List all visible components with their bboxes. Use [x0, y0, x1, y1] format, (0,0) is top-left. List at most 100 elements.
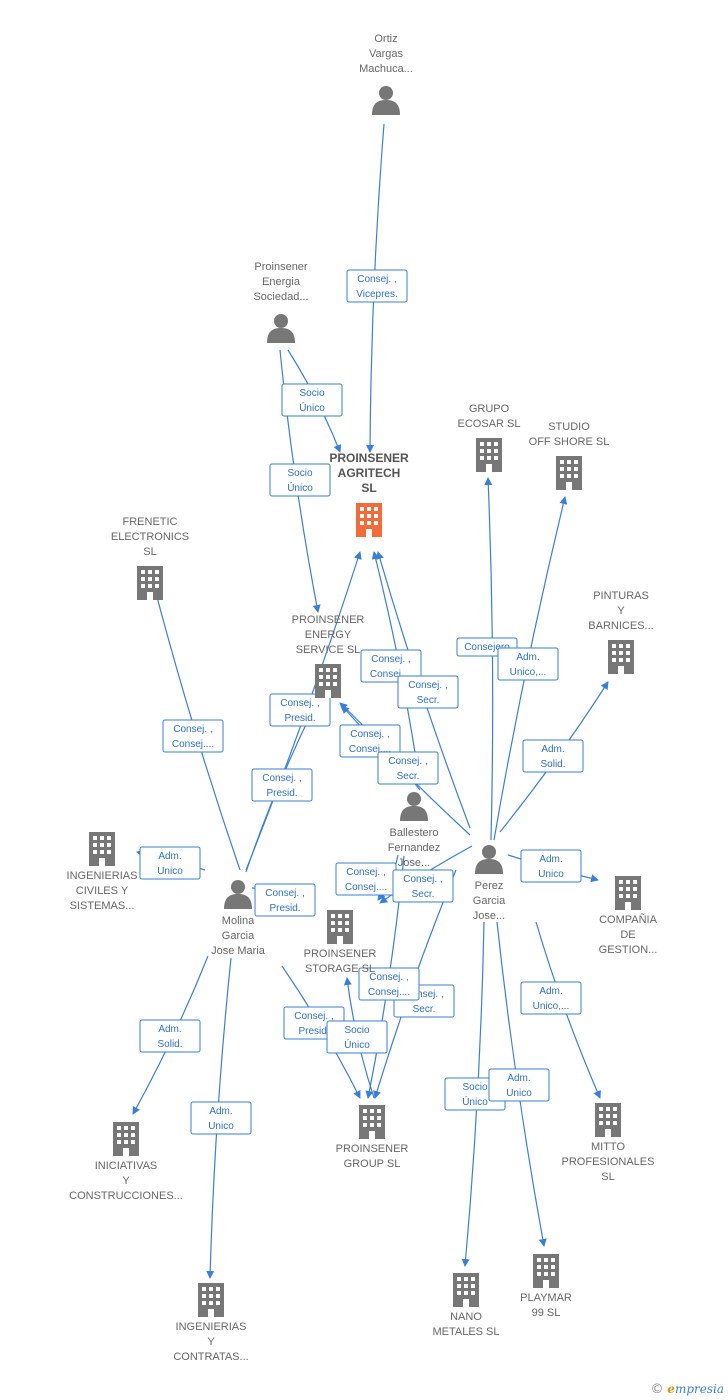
- edge-label[interactable]: Adm.Unico: [488, 1068, 550, 1102]
- edge-label-box: [339, 724, 401, 758]
- edge-label[interactable]: Consej. ,Presid.: [269, 693, 331, 727]
- node-label: NANO: [450, 1311, 482, 1323]
- edge-label-box: [520, 849, 582, 883]
- edge-label[interactable]: Adm.Solid.: [139, 1019, 201, 1053]
- node-perez[interactable]: PerezGarciaJose...: [473, 845, 506, 922]
- edge-label-text: Adm.: [507, 1073, 530, 1084]
- edge-label[interactable]: Consej. ,Secr.: [392, 869, 454, 903]
- edge-label-box: [522, 739, 584, 773]
- edge-label[interactable]: Consej. ,Consej....: [335, 862, 397, 896]
- node-label: METALES SL: [432, 1326, 499, 1338]
- node-label: SL: [361, 481, 376, 495]
- node-label: GROUP SL: [344, 1158, 401, 1170]
- edge-label[interactable]: Consej. ,Consej....: [162, 719, 224, 753]
- node-label: PROINSENER: [329, 451, 409, 465]
- building-icon: [359, 1105, 385, 1139]
- node-label: Ortiz: [374, 33, 397, 45]
- edge-label[interactable]: Adm.Unico: [190, 1101, 252, 1135]
- edge-label-box: [139, 1019, 201, 1053]
- node-nano[interactable]: NANO METALES SL: [432, 1273, 500, 1338]
- edge-label-box: [360, 649, 422, 683]
- edge-label[interactable]: Adm.Unico: [139, 846, 201, 880]
- node-label: GESTION...: [599, 944, 658, 956]
- node-label: Sociedad...: [253, 291, 308, 303]
- edge-label-text: Socio: [299, 388, 324, 399]
- edge-label-text: Consej....: [370, 669, 412, 680]
- edge-label[interactable]: Consej. ,Consej....: [360, 649, 422, 683]
- node-label: Jose...: [398, 857, 430, 869]
- node-label: AGRITECH: [338, 466, 401, 480]
- edge-label-text: Consej. ,: [408, 680, 447, 691]
- node-label: INICIATIVAS: [95, 1160, 158, 1172]
- edge-label-box: [190, 1101, 252, 1135]
- node-proinsener-energia[interactable]: ProinsenerEnergiaSociedad...: [253, 261, 309, 343]
- node-label: DE: [620, 929, 635, 941]
- node-label: Energia: [262, 276, 301, 288]
- node-label: SL: [143, 546, 156, 558]
- node-label: Garcia: [222, 930, 255, 942]
- node-label: BARNICES...: [588, 620, 653, 632]
- edge-label[interactable]: Consej. ,Presid.: [251, 768, 313, 802]
- edge-label-text: Adm.: [539, 854, 562, 865]
- node-label: Ballestero: [390, 827, 439, 839]
- edge-label[interactable]: Consej. ,Consej....: [358, 967, 420, 1001]
- building-icon: [608, 640, 634, 674]
- node-label: STUDIO: [548, 421, 590, 433]
- node-compania[interactable]: COMPAÑIA DE GESTION...: [599, 876, 658, 956]
- edge-label-text: Único: [299, 401, 325, 414]
- edge-label-text: Secr.: [417, 695, 440, 706]
- node-label: Jose...: [473, 910, 505, 922]
- edge-label[interactable]: Consej. ,Vicepres.: [346, 269, 408, 303]
- building-icon: [113, 1122, 139, 1156]
- edge-label-box: [251, 768, 313, 802]
- node-label: Garcia: [473, 895, 506, 907]
- edge-label-box: [377, 751, 439, 785]
- edge-label[interactable]: Adm.Solid.: [522, 739, 584, 773]
- edge-label-box: [358, 967, 420, 1001]
- edge-label[interactable]: Consej. ,Presid.: [254, 883, 316, 917]
- building-icon: [315, 664, 341, 698]
- edge-label[interactable]: Adm.Unico,...: [497, 647, 559, 681]
- node-iniciativas[interactable]: INICIATIVASYCONSTRUCCIONES...: [69, 1122, 183, 1202]
- edge-label-box: [269, 463, 331, 497]
- building-icon: [356, 503, 382, 537]
- edge-label[interactable]: Consej. ,Secr.: [377, 751, 439, 785]
- edge-label[interactable]: Consej. , Secr.: [397, 675, 459, 709]
- edge-label-text: Consej. ,: [404, 989, 443, 1000]
- node-ortiz[interactable]: OrtizVargasMachuca...: [359, 33, 413, 115]
- edge-label-text: Solid.: [157, 1039, 182, 1050]
- edge-label[interactable]: Adm. Unico: [520, 849, 582, 883]
- building-icon: [327, 910, 353, 944]
- edge-label-text: Solid.: [540, 759, 565, 770]
- node-label: MITTO: [591, 1141, 625, 1153]
- edge-label[interactable]: Adm.Unico,...: [520, 981, 582, 1015]
- empresia-logo[interactable]: empresia: [667, 1382, 724, 1396]
- edge-label-box: [139, 846, 201, 880]
- node-ballestero[interactable]: BallesteroFernandezJose...: [388, 792, 441, 869]
- node-ingenierias-contratas[interactable]: INGENIERIASYCONTRATAS...: [173, 1283, 249, 1363]
- node-pinturas[interactable]: PINTURASYBARNICES...: [588, 590, 654, 674]
- edge-label-text: Unico: [538, 869, 564, 880]
- edge-label-text: Consej. ,: [403, 874, 442, 885]
- edge-label-text: Consej. ,: [265, 888, 304, 899]
- building-icon: [556, 456, 582, 490]
- node-label: COMPAÑIA: [599, 913, 658, 926]
- edge-label[interactable]: Consej. ,Consej....: [339, 724, 401, 758]
- edge-label-text: Vicepres.: [356, 289, 398, 300]
- edge-label-text: Consej. ,: [280, 698, 319, 709]
- edge-labels-layer: Consej. ,Vicepres.SocioÚnicoSocioÚnicoCo…: [139, 269, 584, 1135]
